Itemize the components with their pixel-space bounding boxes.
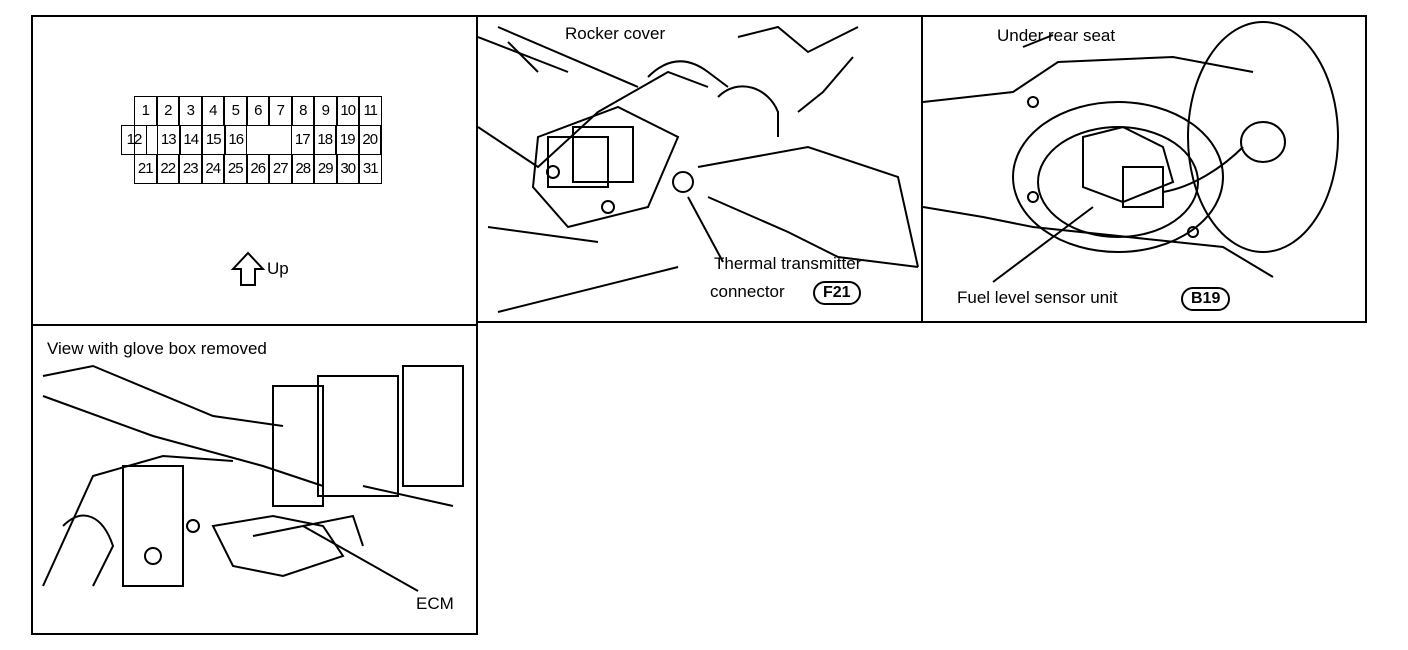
ecm-label: ECM bbox=[416, 594, 454, 613]
connector-label: connector bbox=[710, 282, 785, 301]
rear-seat-panel: Under rear seat Fuel level sensor unit B… bbox=[921, 15, 1367, 323]
fuel-tank-illustration bbox=[923, 21, 1339, 283]
thermal-transmitter-label: Thermal transmitter bbox=[714, 254, 862, 273]
rocker-cover-label: Rocker cover bbox=[565, 24, 666, 43]
under-rear-seat-label: Under rear seat bbox=[997, 26, 1116, 45]
connector-badge-f21: F21 bbox=[813, 281, 861, 305]
glove-box-panel: View with glove box removed ECM bbox=[31, 324, 478, 635]
fuel-level-sensor-label: Fuel level sensor unit bbox=[957, 288, 1118, 307]
connector-badge-b19: B19 bbox=[1181, 287, 1231, 311]
connector-outline bbox=[134, 96, 382, 184]
up-arrow-icon bbox=[230, 251, 266, 286]
rocker-cover-panel: Rocker cover Thermal transmitter connect… bbox=[476, 15, 923, 323]
view-glove-box-removed-label: View with glove box removed bbox=[47, 339, 267, 358]
dashboard-illustration bbox=[42, 364, 464, 592]
up-label: Up bbox=[267, 259, 289, 278]
engine-illustration bbox=[478, 25, 919, 313]
